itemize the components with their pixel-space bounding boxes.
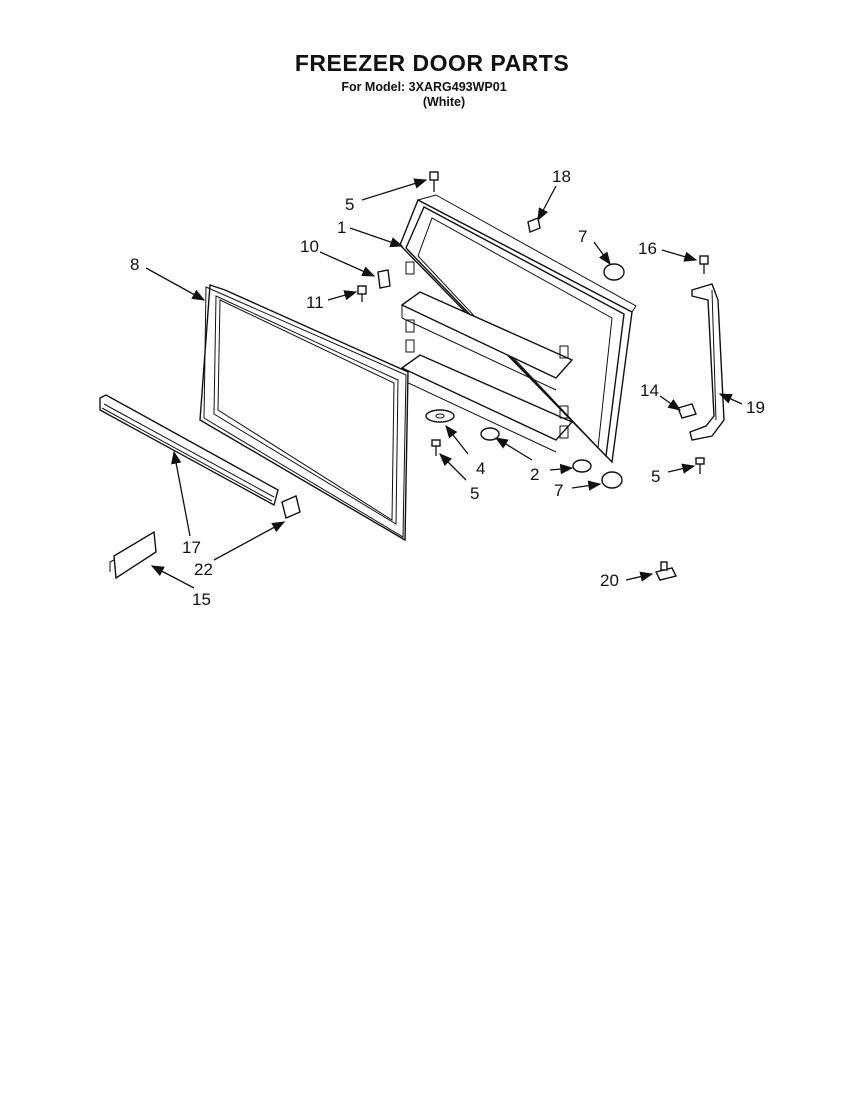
callout-5-left: 5 bbox=[470, 484, 479, 503]
callout-5-right: 5 bbox=[651, 467, 660, 486]
callout-2: 2 bbox=[530, 465, 539, 484]
screw-part-16 bbox=[699, 255, 709, 274]
callout-18: 18 bbox=[552, 167, 571, 186]
label-part-18 bbox=[527, 217, 541, 233]
clip-part bbox=[654, 561, 678, 581]
callout-7-bottom: 7 bbox=[554, 481, 563, 500]
callout-17: 17 bbox=[182, 538, 201, 557]
bushing-part-2b bbox=[572, 459, 592, 473]
callout-19: 19 bbox=[746, 398, 765, 417]
screw-part-11 bbox=[357, 285, 367, 302]
model-line: For Model: 3XARG493WP01 bbox=[341, 80, 507, 94]
callout-4: 4 bbox=[476, 459, 485, 478]
callout-8: 8 bbox=[130, 255, 139, 274]
screw-part-6 bbox=[429, 171, 439, 192]
bushing-part-2a bbox=[480, 427, 500, 441]
callout-16: 16 bbox=[638, 239, 657, 258]
callout-10: 10 bbox=[300, 237, 319, 256]
callout-15: 15 bbox=[192, 590, 211, 609]
cap-part-7-bottom bbox=[601, 471, 623, 489]
trim-strip-part bbox=[99, 394, 279, 507]
page-title: FREEZER DOOR PARTS bbox=[294, 50, 570, 76]
callout-7-top: 7 bbox=[578, 227, 587, 246]
plate-part bbox=[109, 530, 157, 580]
callout-20: 20 bbox=[600, 571, 619, 590]
door-handle-part bbox=[689, 283, 725, 441]
callout-1: 1 bbox=[337, 218, 346, 237]
callout-22: 22 bbox=[194, 560, 213, 579]
screw-part-5-right bbox=[695, 457, 705, 474]
handle-bracket-part bbox=[677, 403, 697, 419]
color-line: (White) bbox=[422, 95, 466, 109]
washer-part-4 bbox=[425, 409, 455, 423]
cap-part-7-top bbox=[603, 263, 625, 281]
block-part-10 bbox=[377, 269, 391, 289]
door-gasket-part bbox=[199, 284, 409, 542]
end-cap-part bbox=[281, 495, 301, 519]
callout-14: 14 bbox=[640, 381, 659, 400]
callout-11: 11 bbox=[306, 293, 324, 312]
screw-part-5-left bbox=[431, 439, 441, 456]
door-liner-part bbox=[399, 194, 637, 464]
callout-6: 5 bbox=[345, 195, 354, 214]
